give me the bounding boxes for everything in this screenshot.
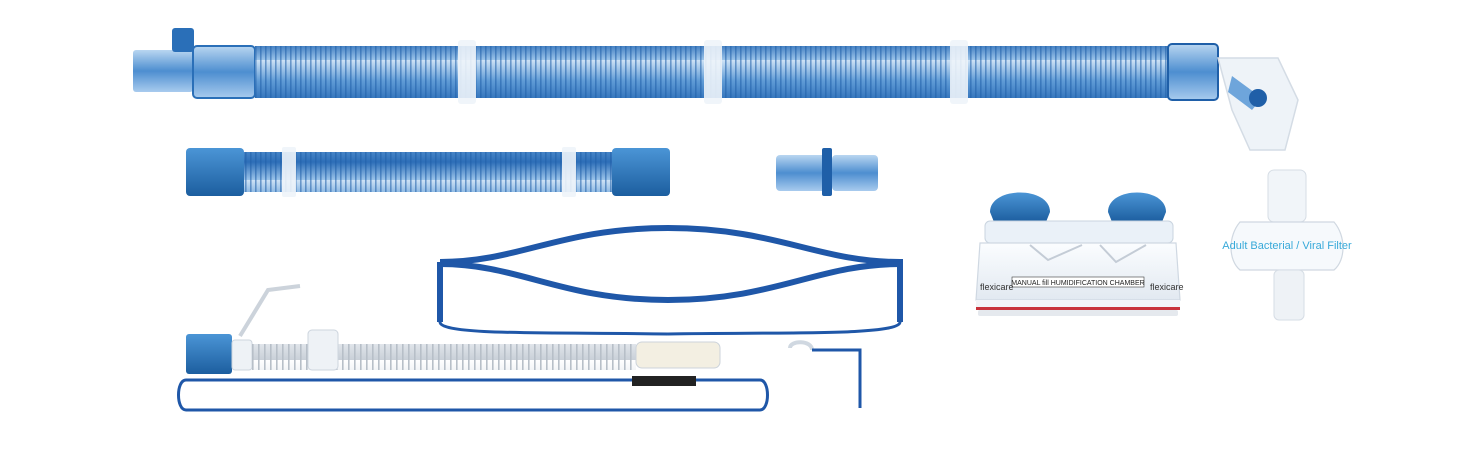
chamber-red-stripe <box>976 307 1180 310</box>
short-tube-clip-1 <box>282 147 296 197</box>
tube-end-cuff-left <box>192 45 256 99</box>
short-corrugated-tube <box>186 147 670 197</box>
patient-connector-cuff <box>133 50 193 92</box>
short-tube-body <box>244 152 616 192</box>
catheter-port <box>186 334 232 374</box>
short-tube-cuff-right <box>612 148 670 196</box>
tube-clip-2 <box>704 40 722 104</box>
elbow-connector <box>1217 57 1299 151</box>
filter-label: Adult Bacterial / Viral Filter <box>1222 240 1352 252</box>
tube-end-cuff-right <box>1167 43 1219 101</box>
catheter-loop <box>177 378 769 412</box>
chamber-brand-left: flexicare <box>980 282 1014 292</box>
bacterial-viral-filter: Adult Bacterial / Viral Filter <box>1222 169 1352 321</box>
tube-clip-3 <box>950 40 968 104</box>
humidification-chamber: MANUAL fill HUMIDIFICATION CHAMBER flexi… <box>975 192 1184 316</box>
chamber-band-text: MANUAL fill HUMIDIFICATION CHAMBER <box>1011 280 1144 287</box>
tube-clip-1 <box>458 40 476 104</box>
port-cap <box>172 28 194 52</box>
short-tube-cuff-left <box>186 148 244 196</box>
suction-valve <box>238 284 301 338</box>
straight-connector <box>776 148 878 196</box>
closed-suction-catheter <box>177 284 862 412</box>
chamber-brand-right: flexicare <box>1150 282 1184 292</box>
chamber-cap-left <box>990 192 1050 222</box>
breathing-circuit-main-tube <box>133 28 1299 151</box>
head-strap <box>437 224 903 336</box>
short-tube-clip-2 <box>562 147 576 197</box>
chamber-cap-right <box>1108 192 1166 222</box>
